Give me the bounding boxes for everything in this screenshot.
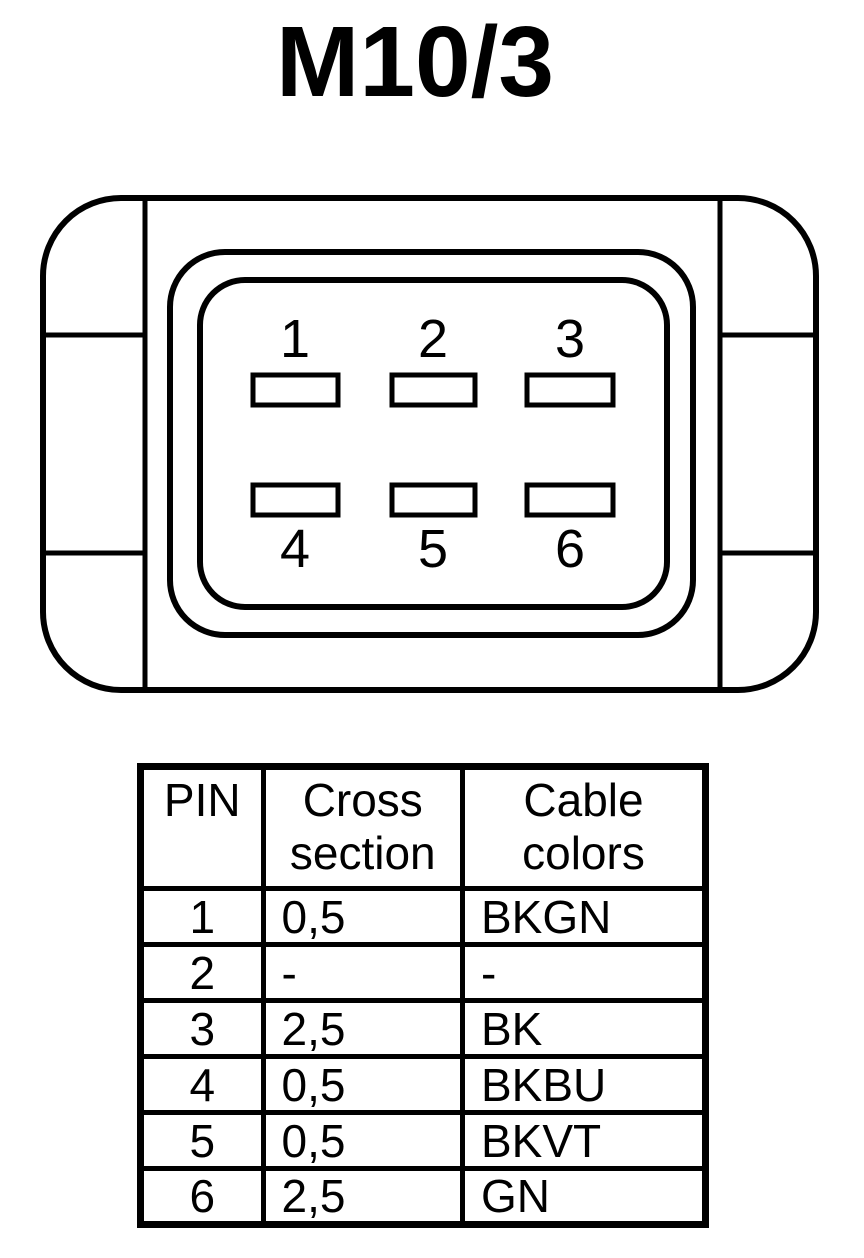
cell-cross-section: 0,5 bbox=[260, 1054, 465, 1115]
pin-label-6: 6 bbox=[555, 519, 585, 579]
cell-cable-colors: BK bbox=[459, 998, 709, 1059]
cell-cross-section: 2,5 bbox=[260, 1166, 465, 1227]
header-cross-section: Cross section bbox=[260, 764, 465, 891]
cell-pin: 3 bbox=[138, 998, 266, 1059]
cell-pin: 5 bbox=[138, 1110, 266, 1171]
table-row-pin-6: 6 2,5 GN bbox=[138, 1166, 709, 1227]
pin-table-header-row: PIN Cross section Cable colors bbox=[138, 764, 709, 891]
pin-slot-6 bbox=[524, 482, 616, 518]
cell-pin: 2 bbox=[138, 942, 266, 1003]
cell-cable-colors: GN bbox=[459, 1166, 709, 1227]
cell-cable-colors: BKBU bbox=[459, 1054, 709, 1115]
cell-cable-colors: BKGN bbox=[459, 886, 709, 947]
cell-cable-colors: BKVT bbox=[459, 1110, 709, 1171]
cell-cross-section: 2,5 bbox=[260, 998, 465, 1059]
pin-label-2: 2 bbox=[418, 309, 448, 369]
table-row-pin-2: 2 - - bbox=[138, 942, 709, 1003]
cell-cross-section: 0,5 bbox=[260, 1110, 465, 1171]
pin-label-1: 1 bbox=[280, 309, 310, 369]
table-row-pin-4: 4 0,5 BKBU bbox=[138, 1054, 709, 1115]
table-row-pin-5: 5 0,5 BKVT bbox=[138, 1110, 709, 1171]
cell-cross-section: - bbox=[260, 942, 465, 1003]
connector-middle-frame bbox=[167, 249, 696, 638]
pin-table: PIN Cross section Cable colors 1 0,5 BKG… bbox=[137, 763, 709, 1228]
header-pin: PIN bbox=[138, 764, 266, 891]
table-row-pin-1: 1 0,5 BKGN bbox=[138, 886, 709, 947]
connector-inner-frame bbox=[197, 277, 670, 610]
page-title: M10/3 bbox=[276, 6, 554, 118]
cell-pin: 4 bbox=[138, 1054, 266, 1115]
pin-slot-1 bbox=[250, 372, 341, 408]
pin-slot-3 bbox=[524, 372, 616, 408]
connector-outer-housing bbox=[40, 195, 819, 693]
pin-label-3: 3 bbox=[555, 309, 585, 369]
pin-slot-5 bbox=[389, 482, 478, 518]
cell-pin: 1 bbox=[138, 886, 266, 947]
cell-cross-section: 0,5 bbox=[260, 886, 465, 947]
pin-label-4: 4 bbox=[280, 519, 310, 579]
pin-slot-4 bbox=[250, 482, 341, 518]
pin-label-5: 5 bbox=[418, 519, 448, 579]
cell-cable-colors: - bbox=[459, 942, 709, 1003]
cell-pin: 6 bbox=[138, 1166, 266, 1227]
pin-slot-2 bbox=[389, 372, 478, 408]
header-cable-colors: Cable colors bbox=[459, 764, 709, 891]
connector-diagram: 1 2 3 4 5 6 bbox=[40, 195, 819, 693]
table-row-pin-3: 3 2,5 BK bbox=[138, 998, 709, 1059]
